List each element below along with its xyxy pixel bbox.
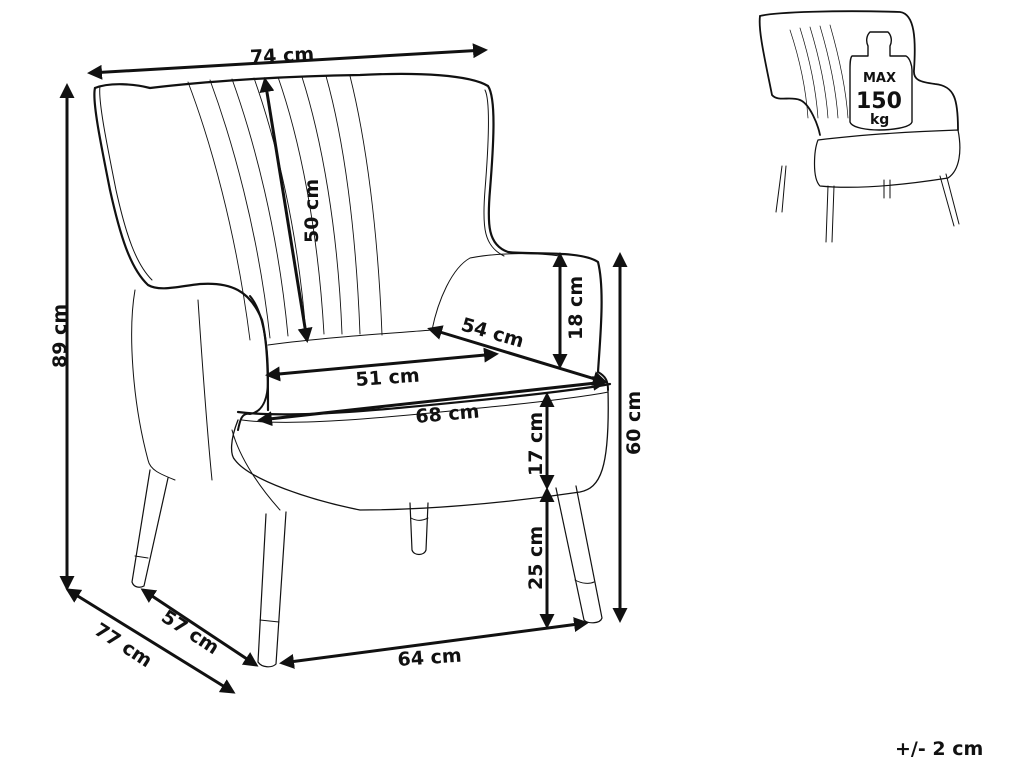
dimension-labels: 74 cm 89 cm 50 cm 18 cm 54 cm 51 cm 68 c… (49, 43, 645, 672)
label-inner-width: 51 cm (355, 365, 421, 391)
dimension-arrows (59, 43, 628, 694)
label-arm-height: 18 cm (565, 276, 587, 340)
label-width: 74 cm (249, 43, 314, 68)
load-value-label: 150 (856, 89, 902, 114)
label-leg-width: 64 cm (397, 645, 463, 671)
width-arrow (87, 43, 488, 80)
label-arm-floor-text: 60 cm (623, 391, 645, 455)
seat-depth-arrow (427, 325, 608, 386)
backrest-arrow (259, 77, 313, 343)
label-depth: 77 cm (90, 619, 156, 672)
leg-depth-arrow (140, 588, 259, 667)
leg-width-arrow (279, 617, 589, 669)
label-seat-thickness: 17 cm (525, 412, 547, 476)
tolerance-note: +/- 2 cm (895, 738, 984, 760)
label-backrest: 50 cm (301, 179, 323, 243)
load-capacity-thumbnail (758, 10, 961, 243)
label-height: 89 cm (49, 304, 71, 368)
load-unit-label: kg (870, 112, 889, 128)
label-leg-height: 25 cm (525, 526, 547, 590)
label-outer-width: 68 cm (415, 400, 481, 428)
inner-width-arrow (265, 347, 499, 382)
load-max-label: MAX (863, 71, 896, 86)
outer-width-arrow (257, 375, 608, 427)
weight-icon (849, 31, 913, 131)
